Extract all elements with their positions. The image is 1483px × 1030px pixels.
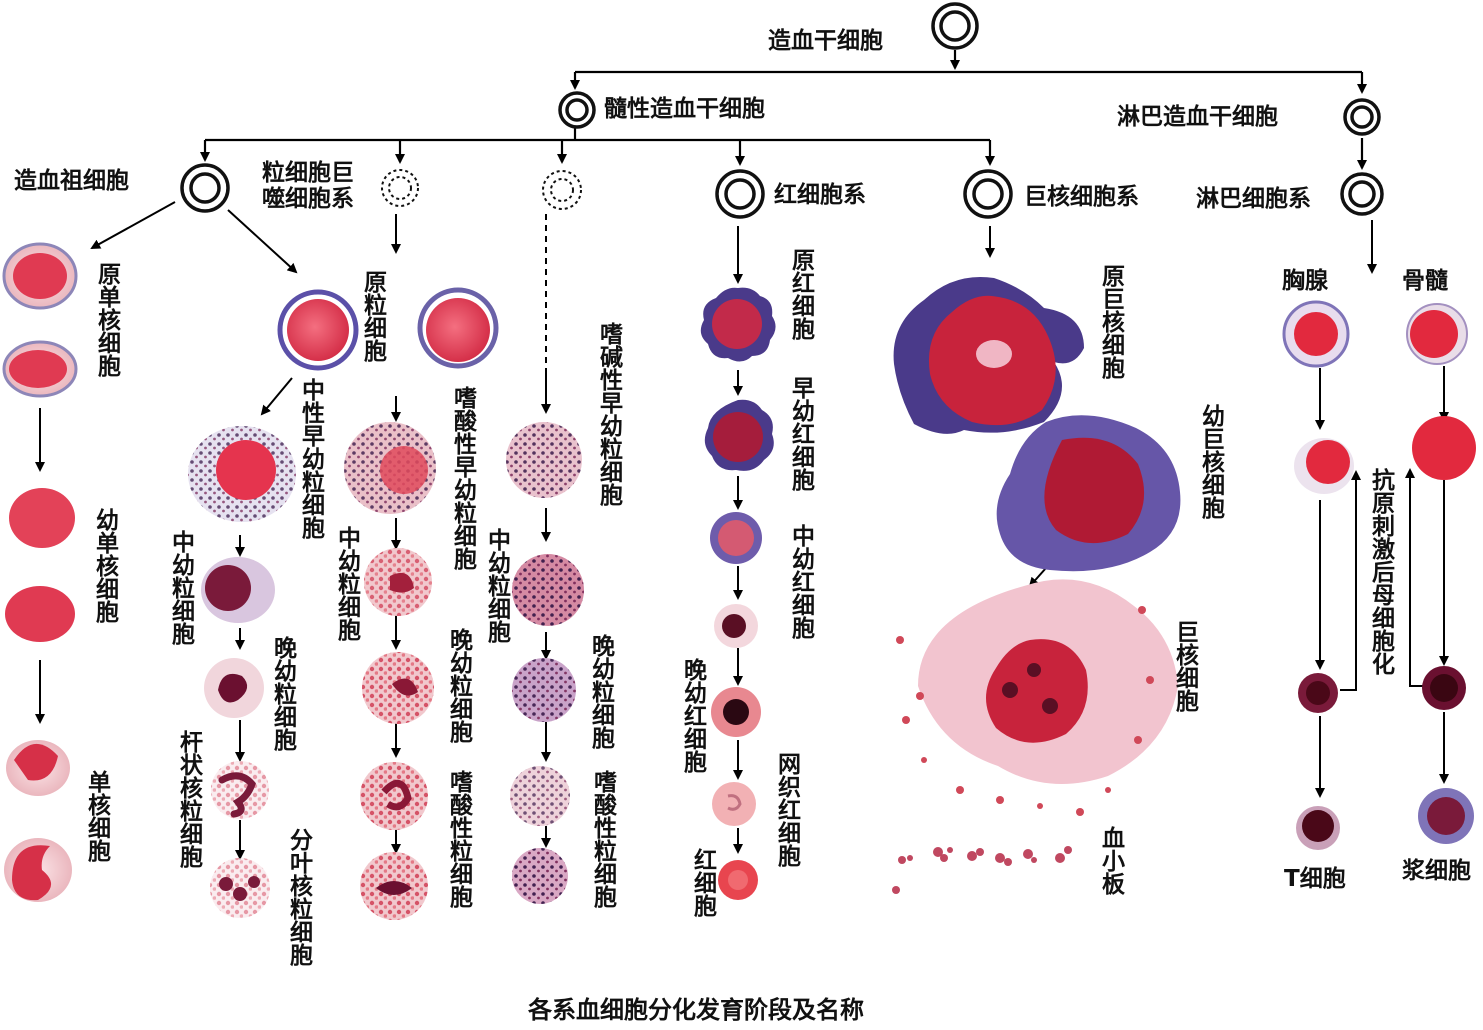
lymphoid-stem-label: 淋巴造血干细胞: [1117, 104, 1278, 130]
erythroid-line-label: 红细胞系: [774, 182, 866, 208]
lymphocyte-cells: [1282, 300, 1476, 850]
plasma-cell-label: 浆细胞: [1402, 858, 1471, 884]
thymus-label: 胸腺: [1282, 268, 1328, 294]
eosinophil-metamyelocyte-label: 晚幼粒细胞: [445, 628, 472, 743]
megakaryocyte-line-cell-icon: [963, 169, 1013, 219]
title-label: 造血干细胞: [768, 28, 883, 54]
platelet-label: 血小板: [1097, 826, 1124, 895]
megakaryocyte-label: 巨核细胞: [1171, 620, 1198, 712]
figure-caption: 各系血细胞分化发育阶段及名称: [528, 996, 864, 1024]
early-erythroblast-label: 早幼红细胞: [787, 376, 814, 491]
platelets: [892, 846, 1072, 894]
monocyte-cells: [2, 242, 78, 902]
megakaryocyte-cells: [892, 276, 1181, 894]
basophil-metamyelocyte-label: 晚幼粒细胞: [587, 634, 614, 749]
neutrophil-myelocyte-label: 中幼粒细胞: [167, 530, 194, 645]
erythroid-line-cell-icon: [715, 169, 765, 219]
neutrophil-cells: [188, 289, 359, 918]
t-cell-label: T细胞: [1284, 866, 1346, 892]
eosinophil-label: 嗜酸性粒细胞: [445, 770, 472, 908]
antigen-note-label: 抗原刺激后母细胞化: [1367, 468, 1394, 675]
basophil-label: 嗜酸性粒细胞: [589, 770, 616, 908]
proerythroblast-label: 原红细胞: [787, 248, 814, 340]
band-neutrophil-label: 杆状核粒细胞: [175, 730, 202, 868]
basophil-line-cell-icon: [542, 170, 582, 210]
megakaryoblast-label: 原巨核细胞: [1097, 264, 1124, 379]
granulo-macro-label: 粒细胞巨噬细胞系: [262, 160, 354, 212]
eosinophil-myelocyte-label: 中幼粒细胞: [333, 526, 360, 641]
pro-monocyte-label: 原单核细胞: [93, 262, 120, 377]
monocyte-label: 单核细胞: [83, 770, 110, 862]
lymphoid-line-cell-icon: [1340, 172, 1384, 216]
flow-arrows: [35, 201, 1449, 860]
late-erythroblast-label: 晚幼红细胞: [679, 658, 706, 773]
middle-erythroblast-label: 中幼红细胞: [787, 524, 814, 639]
marrow-label: 骨髓: [1402, 268, 1448, 294]
juvenile-monocyte-label: 幼单核细胞: [91, 508, 118, 623]
granulo-macro-cell-icon: [381, 169, 419, 207]
progenitor-label: 造血祖细胞: [14, 168, 129, 194]
progenitor-cell-icon: [180, 163, 230, 213]
reticulocyte-label: 网织红细胞: [773, 752, 800, 867]
eosinophil-promyelocyte-label: 嗜酸性早幼粒细胞: [449, 386, 476, 570]
neutrophil-metamyelocyte-label: 晚幼粒细胞: [269, 636, 296, 751]
erythrocyte-label: 红细胞: [689, 848, 716, 917]
basophil-cells: [506, 422, 584, 904]
lymphoid-line-label: 淋巴细胞系: [1196, 186, 1311, 212]
erythrocyte-cells: [700, 287, 776, 900]
megakaryocyte-line-label: 巨核细胞系: [1024, 184, 1139, 210]
stem-cell-icon: [931, 2, 979, 50]
basophil-promyelocyte-label: 嗜碱性早幼粒细胞: [595, 322, 622, 506]
myeloblast-label: 原粒细胞: [359, 270, 386, 362]
myeloid-stem-cell-icon: [558, 91, 596, 129]
myeloid-stem-label: 髓性造血干细胞: [604, 96, 765, 122]
tree-lines: [200, 50, 1367, 170]
basophil-myelocyte-label: 中幼粒细胞: [483, 528, 510, 643]
promegakaryocyte-label: 幼巨核细胞: [1197, 404, 1224, 519]
lymphoid-stem-cell-icon: [1343, 98, 1381, 136]
eosinophil-cells: [344, 287, 499, 920]
segmented-neutrophil-label: 分叶核粒细胞: [285, 828, 312, 966]
neutrophil-promyelocyte-label: 中性早幼粒细胞: [297, 378, 324, 539]
